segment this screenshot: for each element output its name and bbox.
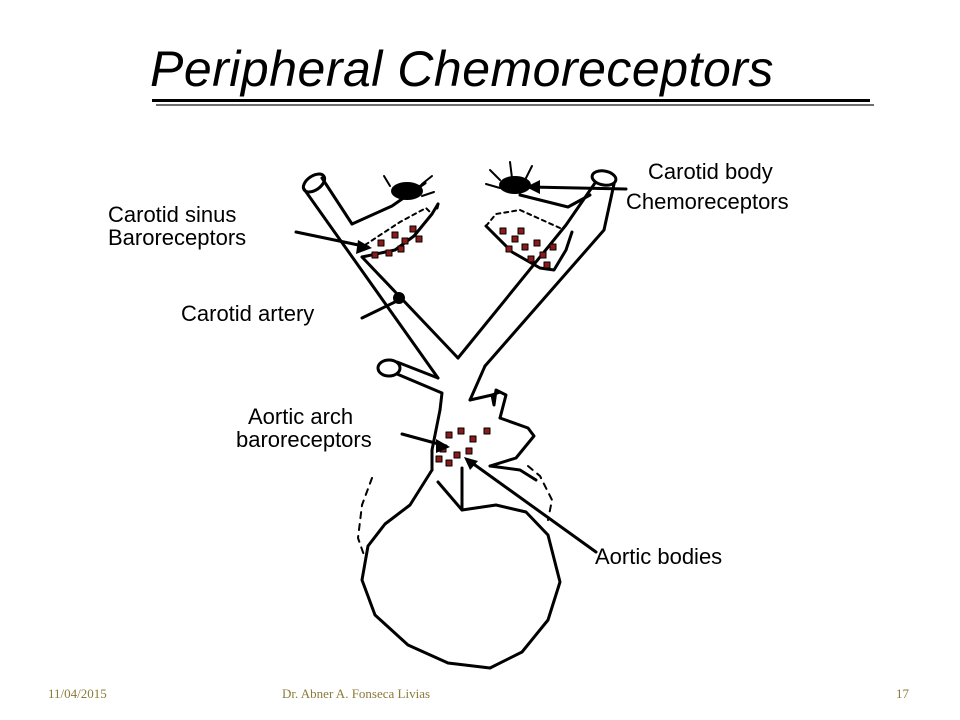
- left-sinus-outline: [364, 207, 433, 246]
- label-carotid-artery: Carotid artery: [181, 301, 315, 326]
- arrow-heads: [356, 180, 540, 470]
- footer-author: Dr. Abner A. Fonseca Livias: [282, 686, 431, 701]
- title-underline-shadow: [156, 104, 874, 106]
- footer-date: 11/04/2015: [48, 686, 107, 701]
- nerve-twigs: [383, 161, 533, 197]
- label-aortic-arch: Aortic arch baroreceptors: [236, 405, 372, 451]
- right-carotid-artery: [456, 169, 618, 368]
- label-carotid-body-line1: Carotid body: [648, 159, 773, 184]
- receptor-nodes: [391, 176, 531, 304]
- footer-page-number: 17: [896, 686, 909, 701]
- label-aortic-bodies: Aortic bodies: [595, 544, 723, 569]
- label-carotid-sinus-line2: Baroreceptors: [108, 225, 247, 250]
- aortic-arch: [376, 358, 538, 512]
- label-aortic-arch-line1: Aortic arch: [248, 404, 354, 429]
- label-aortic-arch-line2: baroreceptors: [236, 427, 372, 452]
- label-carotid-body: Carotid body: [648, 160, 773, 183]
- right-atrium-outline: [527, 465, 553, 521]
- right-sinus-outline: [485, 209, 561, 229]
- label-chemoreceptors: Chemoreceptors: [626, 190, 789, 213]
- slide-title: Peripheral Chemoreceptors: [150, 41, 774, 97]
- label-carotid-sinus-line1: Carotid sinus: [108, 202, 237, 227]
- label-carotid-sinus: Carotid sinus Baroreceptors: [108, 203, 246, 249]
- title-underline: [152, 99, 870, 102]
- left-carotid-artery: [301, 172, 460, 380]
- left-atrium-outline: [357, 477, 373, 559]
- heart-outline: [360, 468, 562, 670]
- label-carotid-body-line2: Chemoreceptors: [626, 189, 789, 214]
